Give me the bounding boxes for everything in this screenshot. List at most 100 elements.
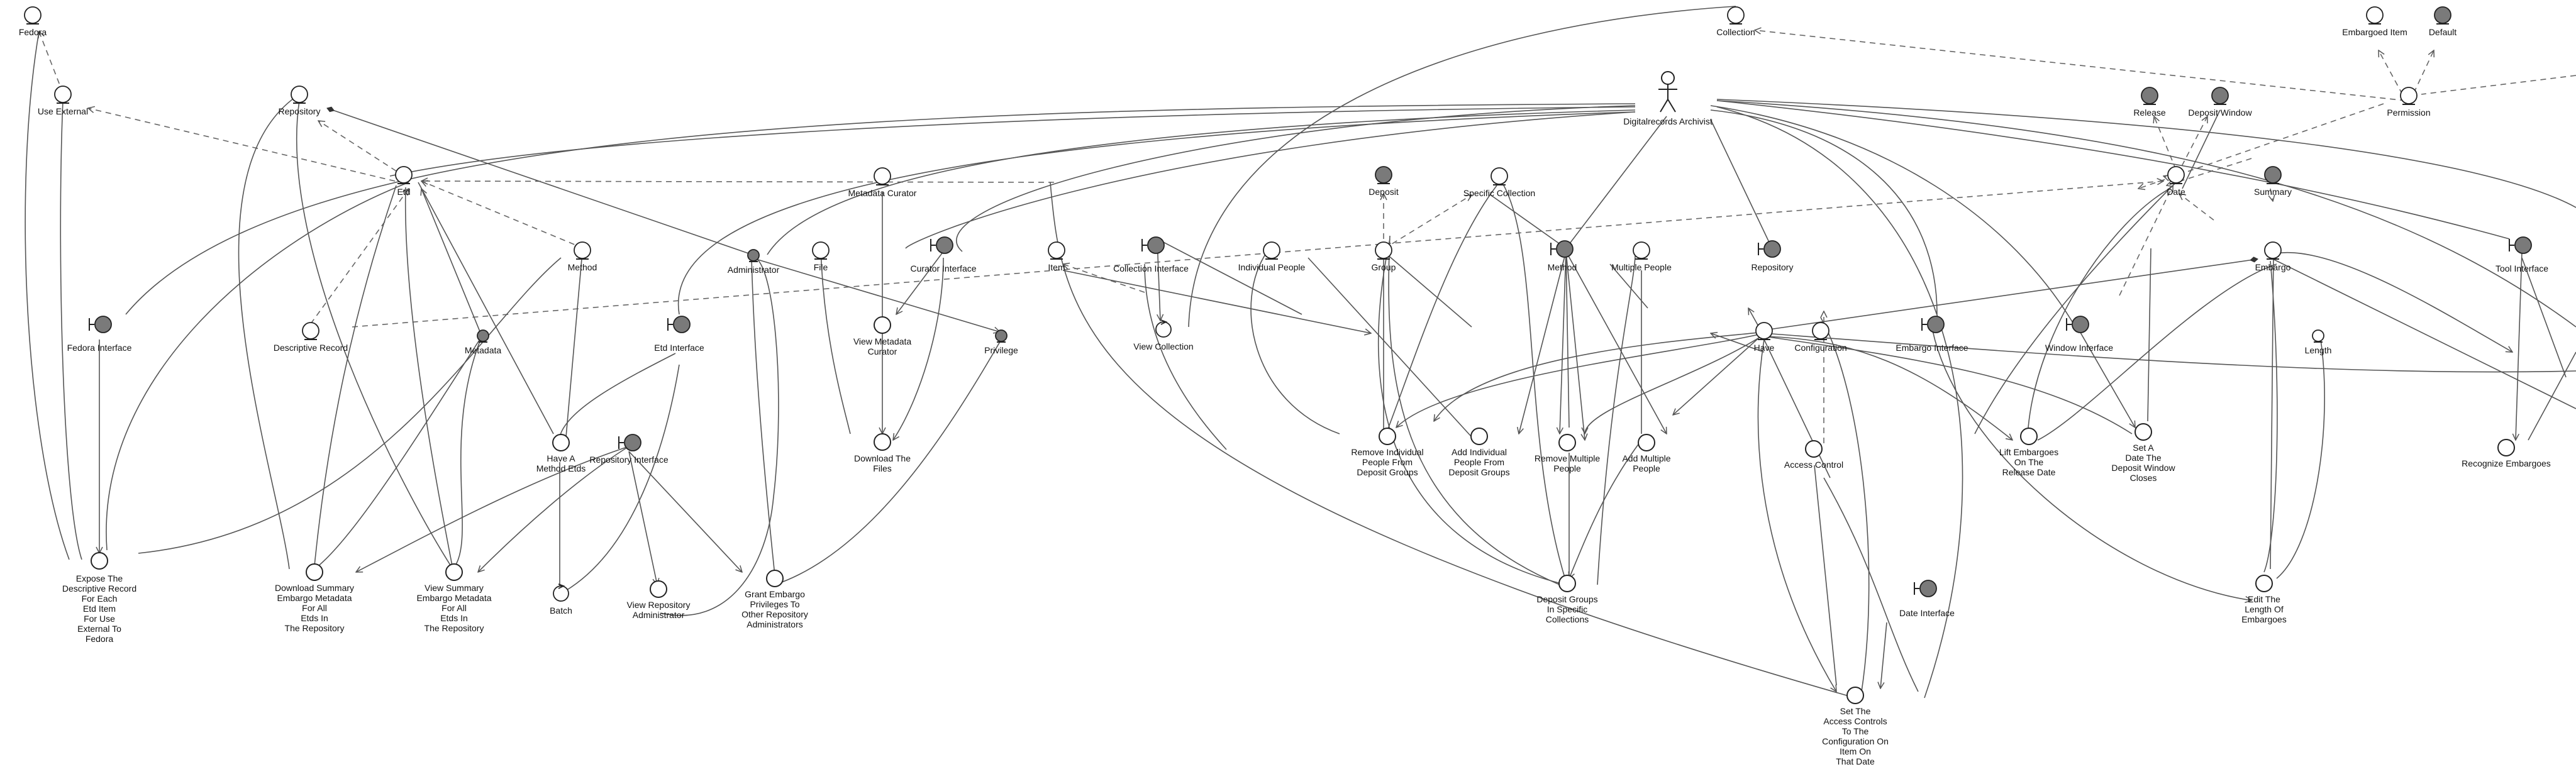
svg-text:Metadata: Metadata [465, 345, 502, 355]
entity-method: Method [568, 241, 597, 272]
svg-text:View Collection: View Collection [1133, 341, 1193, 351]
svg-text:Deposit: Deposit [1368, 187, 1399, 197]
entity-summary: Summary [2254, 166, 2292, 197]
boundary-date-interface: Date Interface [1899, 580, 1955, 618]
entity-fedora: Fedora [19, 6, 47, 37]
boundary-collection-interface: Collection Interface [1113, 236, 1189, 273]
svg-text:Repository Interface: Repository Interface [589, 455, 668, 465]
entity-use-external: Use External [38, 86, 88, 116]
boundary-tool-interface: Tool Interface [2496, 236, 2548, 273]
svg-text:Curator Interface: Curator Interface [910, 263, 976, 273]
control-batch: Batch [550, 583, 572, 616]
svg-text:Privilege: Privilege [984, 345, 1018, 355]
entity-metadata-curator: Metadata Curator [848, 167, 917, 198]
entity-deposit: Deposit [1368, 166, 1399, 197]
entity-specific-collection: Specific Collection [1463, 167, 1535, 198]
entity-length: Length [2305, 329, 2332, 355]
svg-text:Group: Group [1372, 262, 1396, 272]
entity-embargo: Embargo [2255, 241, 2291, 272]
svg-text:Multiple People: Multiple People [1611, 262, 1672, 272]
svg-text:Release: Release [2133, 108, 2166, 118]
entity-collection: Collection [1716, 6, 1755, 37]
svg-text:Individual People: Individual People [1238, 262, 1306, 272]
entity-item: Item [1048, 241, 1065, 272]
svg-text:Specific Collection: Specific Collection [1463, 188, 1535, 198]
entity-administrator: Administrator [728, 249, 780, 275]
entity-etd: Etd [395, 166, 413, 197]
entity-multiple-people: Multiple People [1611, 241, 1672, 272]
svg-text:Collection: Collection [1716, 27, 1755, 37]
entity-repository: Repository [279, 86, 321, 116]
usecase-recognize-embargoes: Recognize Embargoes [2462, 439, 2551, 468]
svg-text:Collection Interface: Collection Interface [1113, 263, 1189, 273]
svg-text:Deposit Window: Deposit Window [2188, 108, 2252, 118]
usecase-access-control: Access Control [1784, 440, 1843, 470]
svg-text:Method: Method [568, 262, 597, 272]
svg-text:Date Interface: Date Interface [1899, 608, 1955, 618]
svg-text:Window Interface: Window Interface [2045, 343, 2113, 353]
svg-text:Tool Interface: Tool Interface [2496, 263, 2548, 273]
control-view-collection: View Collection [1133, 319, 1194, 351]
svg-text:Default: Default [2429, 27, 2457, 37]
svg-text:Metadata Curator: Metadata Curator [848, 188, 917, 198]
svg-text:Summary: Summary [2254, 187, 2292, 197]
entity-configuration: Configuration [1794, 322, 1847, 353]
boundary-fedora-interface: Fedora Interface [67, 316, 132, 353]
entity-deposit-window: Deposit Window [2188, 87, 2252, 118]
svg-text:Length: Length [2305, 345, 2332, 355]
svg-text:Repository: Repository [279, 106, 321, 116]
boundary-method: Method [1548, 240, 1577, 272]
entity-group: Group [1372, 241, 1396, 272]
boundary-repository: Repository [1752, 240, 1793, 272]
entity-privilege: Privilege [984, 329, 1018, 355]
actor-digitalrecords-archivist: Digitalrecords Archivist [1623, 71, 1713, 126]
boundary-window-interface: Window Interface [2045, 316, 2113, 353]
entity-release: Release [2133, 87, 2166, 118]
edges [25, 6, 2576, 699]
svg-text:Administrator: Administrator [728, 265, 780, 275]
entity-default: Default [2429, 6, 2457, 37]
svg-text:Embargoed Item: Embargoed Item [2342, 27, 2407, 37]
boundary-repository-interface: Repository Interface [589, 434, 669, 465]
svg-text:Configuration: Configuration [1794, 343, 1846, 353]
svg-text:Etd Interface: Etd Interface [654, 343, 704, 353]
svg-text:Embargo Interface: Embargo Interface [1896, 343, 1968, 353]
svg-text:Item: Item [1048, 262, 1065, 272]
svg-text:Use External: Use External [38, 106, 88, 116]
svg-text:File: File [814, 262, 828, 272]
svg-text:Access Control: Access Control [1784, 460, 1843, 470]
svg-text:Recognize Embargoes: Recognize Embargoes [2462, 458, 2551, 468]
entity-date: Date [2167, 166, 2185, 197]
